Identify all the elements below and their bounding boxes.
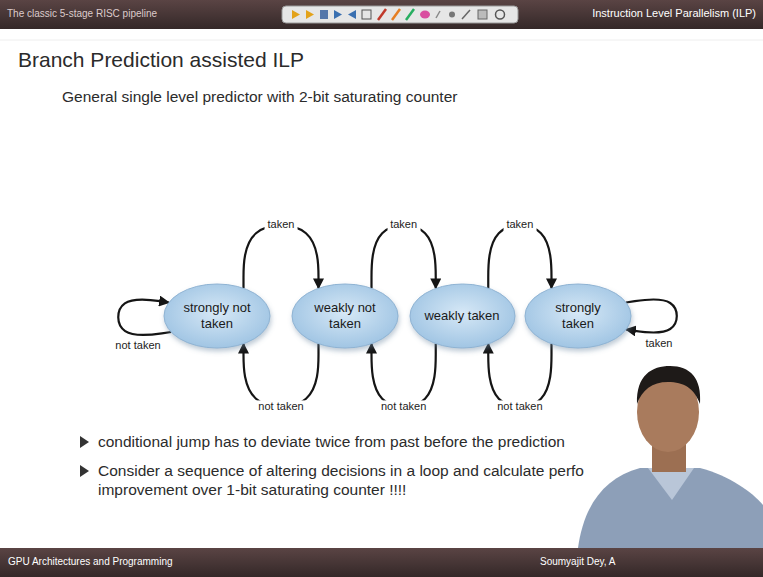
ellipse-outline — [292, 284, 398, 348]
self-loop-arrow — [118, 299, 171, 335]
transition-arrow — [244, 344, 319, 407]
transition-arrow — [372, 225, 436, 288]
toolbar-icon — [478, 10, 487, 19]
toolbar-icon — [496, 10, 505, 19]
transition-arrow — [372, 344, 436, 407]
presenter-figure — [578, 366, 763, 548]
toolbar-icon — [348, 10, 356, 19]
self-loop-arrow — [626, 299, 677, 332]
ellipse-outline — [410, 284, 515, 348]
toolbar-icon — [378, 9, 386, 20]
toolbar-icon — [392, 9, 400, 20]
transition-label: taken — [503, 218, 536, 231]
ellipse-outline — [525, 284, 631, 348]
state-ellipse: strongly taken — [522, 280, 634, 352]
toolbar-icon — [334, 10, 342, 19]
transition-label: not taken — [112, 339, 163, 352]
toolbar-icon — [420, 11, 430, 19]
toolbar-icon — [436, 11, 440, 18]
state-label: strongly taken — [540, 300, 616, 331]
toolbar-icon — [292, 10, 300, 19]
transition-label: taken — [643, 337, 676, 350]
transition-label: taken — [265, 218, 298, 231]
state-label: weakly not taken — [307, 300, 383, 331]
footer-text: GPU Architectures and Programming — [8, 556, 173, 569]
transition-arrow — [488, 344, 551, 407]
header-text: The classic 5-stage RISC pipeline — [7, 8, 157, 21]
presenter-hair — [637, 366, 700, 404]
toolbar-icon — [362, 10, 371, 19]
bullet-marker — [80, 436, 89, 448]
slide-title: Branch Prediction assisted ILP — [18, 47, 304, 73]
top-bar — [0, 0, 763, 29]
state-ellipse: weakly taken — [407, 280, 518, 352]
toolbar-strip — [282, 6, 518, 23]
toolbar-icon — [306, 10, 314, 19]
toolbar-icon — [449, 12, 455, 18]
bullet-text: conditional jump has to deviate twice fr… — [98, 432, 658, 451]
subtitle: General single level predictor with 2-bi… — [62, 87, 457, 106]
toolbar-icon — [462, 10, 470, 19]
bullet-text: Consider a sequence of altering decision… — [98, 461, 658, 500]
state-ellipse: strongly not taken — [161, 280, 273, 352]
state-ellipse: weakly not taken — [289, 280, 401, 352]
footer-bar — [0, 548, 763, 577]
toolbar-icon — [320, 10, 328, 19]
footer-text: Soumyajit Dey, A — [540, 556, 615, 569]
transition-label: not taken — [255, 400, 306, 413]
transition-label: not taken — [494, 400, 545, 413]
toolbar — [282, 6, 518, 23]
state-label: weakly taken — [424, 308, 499, 324]
transition-label: not taken — [378, 400, 429, 413]
presenter-collar — [648, 468, 694, 500]
toolbar-icon — [406, 9, 414, 20]
presenter-shirt — [578, 468, 763, 548]
state-label: strongly not taken — [179, 300, 255, 331]
header-text: Instruction Level Parallelism (ILP) — [592, 7, 756, 21]
transition-label: taken — [387, 218, 420, 231]
transition-arrow — [244, 225, 319, 288]
transition-arrow — [488, 225, 551, 288]
ellipse-outline — [164, 284, 270, 348]
bullet-marker — [80, 465, 89, 477]
header-rule — [0, 40, 763, 41]
